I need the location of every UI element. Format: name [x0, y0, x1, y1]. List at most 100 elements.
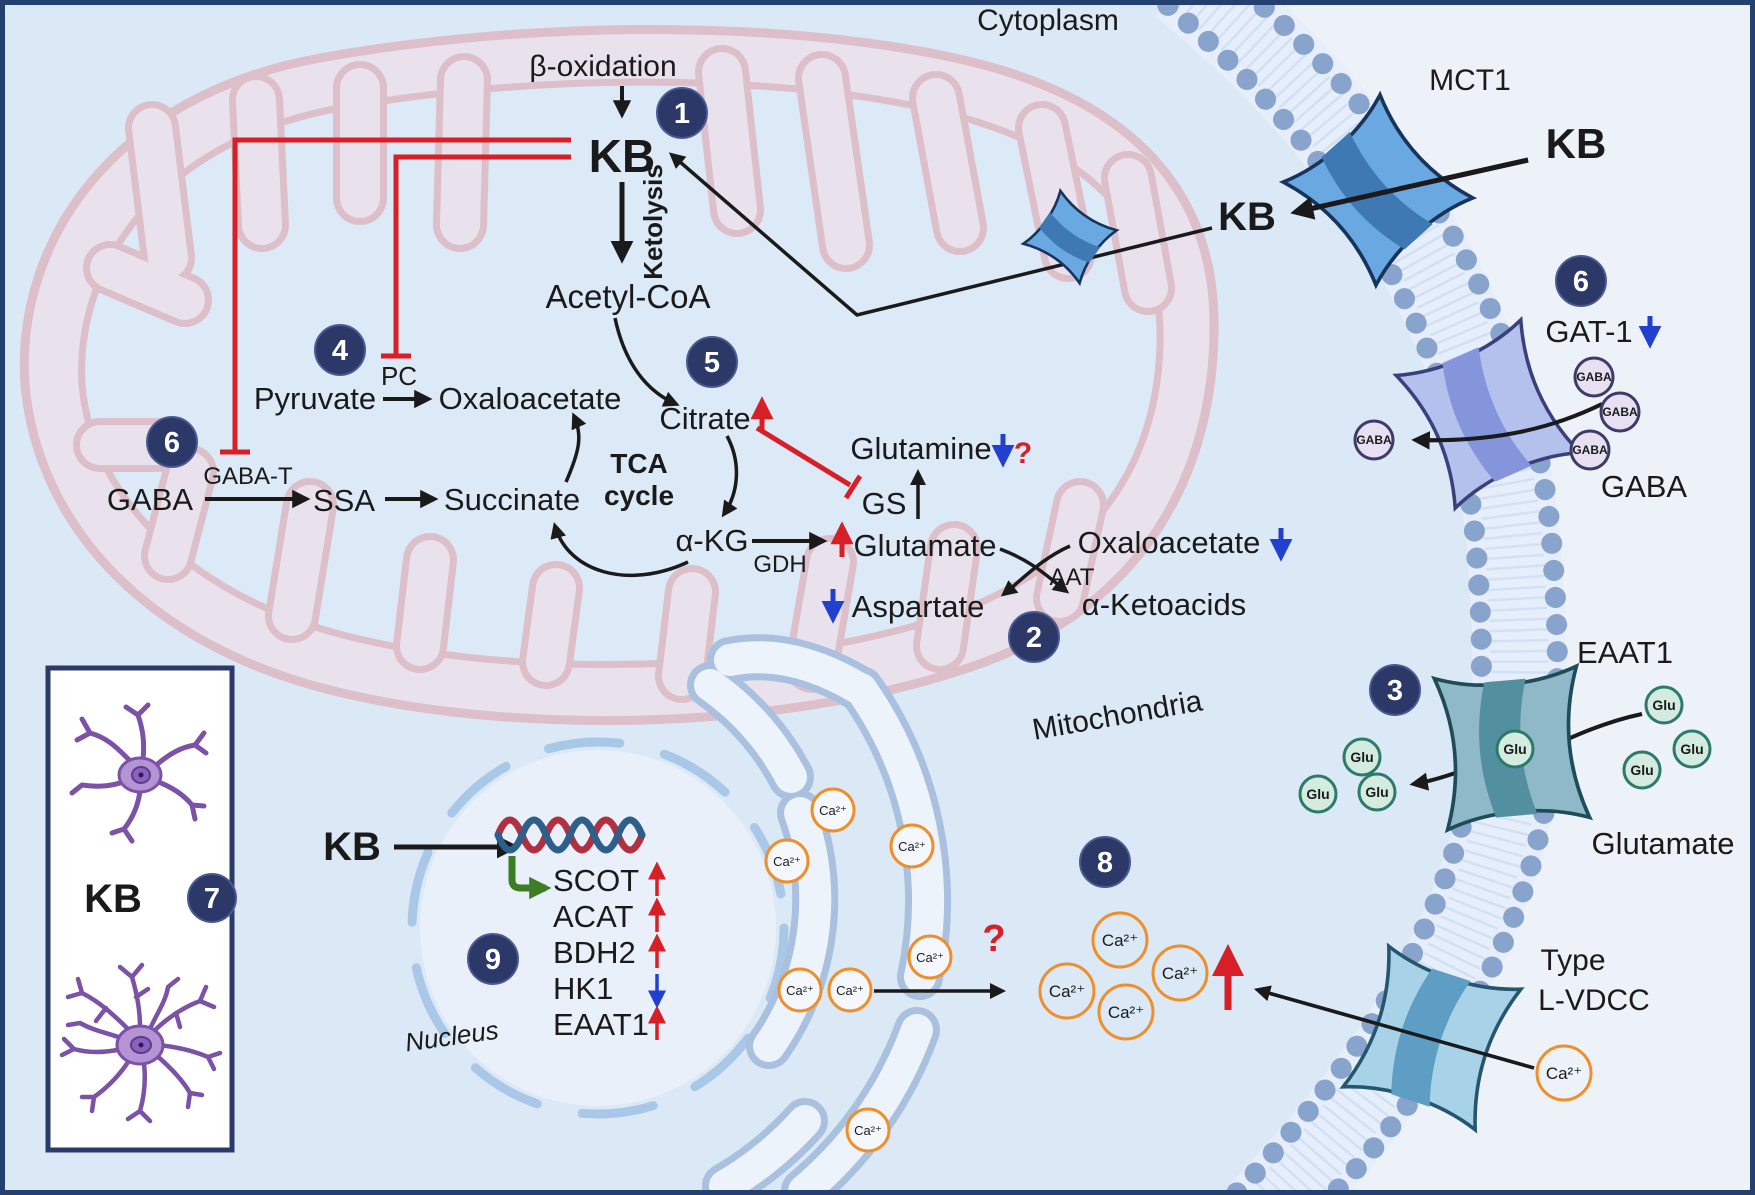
arrow-citrate-akg [721, 435, 739, 518]
succinate-label: Succinate [444, 482, 580, 517]
glu-molecule: Glu [1357, 772, 1397, 812]
svg-text:Glu: Glu [1350, 749, 1373, 765]
ketolysis-label: Ketolysis [638, 164, 668, 280]
oxaloacetate-right-label: Oxaloacetate [1078, 525, 1261, 560]
glu-molecule: Glu [1622, 750, 1662, 790]
trend-arrows [750, 316, 1662, 1010]
svg-text:Ca²⁺: Ca²⁺ [773, 854, 801, 869]
glu-molecule: Glu [1672, 729, 1712, 769]
svg-text:Glu: Glu [1630, 762, 1653, 778]
svg-text:GABA: GABA [1602, 405, 1638, 419]
lvdcc-label-1: Type [1540, 944, 1605, 977]
badge-2: 2 [1008, 611, 1060, 663]
gene-name: EAAT1 [553, 1007, 649, 1042]
step-badges: 1 2 3 4 5 6 6 7 8 9 [146, 87, 1607, 985]
gaba-molecule: GABA [1569, 429, 1611, 471]
inhibition-kb-pc [393, 154, 571, 356]
gene-name: BDH2 [553, 935, 636, 970]
svg-text:9: 9 [485, 944, 501, 976]
mito-cristae-fill [80, 52, 1168, 696]
ca-ion: Ca²⁺ [827, 967, 873, 1013]
glutamate-mito-label: Glutamate [853, 528, 996, 563]
gene-name: SCOT [553, 863, 639, 898]
cytoplasm-label: Cytoplasm [977, 4, 1119, 37]
kb-cytoplasm-label: KB [1218, 195, 1276, 239]
inhibition-kb-gabat [232, 137, 571, 452]
badge-7: 7 [187, 873, 237, 923]
svg-text:3: 3 [1387, 675, 1403, 707]
ca-ion: Ca²⁺ [777, 967, 823, 1013]
kb-nucleus-label: KB [323, 825, 381, 869]
ca-ion: Ca²⁺ [1151, 944, 1209, 1002]
arrow-aat-aspartate [1000, 544, 1071, 597]
tca-label-1: TCA [610, 448, 668, 479]
alpha-ketoacids-label: α-Ketoacids [1082, 587, 1246, 622]
pyruvate-label: Pyruvate [254, 381, 376, 416]
ca-ion: Ca²⁺ [1038, 962, 1096, 1020]
badge-5: 5 [686, 336, 738, 388]
inhibition-citrate-gs [755, 425, 852, 488]
ca-ion: Ca²⁺ [1535, 1044, 1593, 1102]
kb-neuron-box-label: KB [84, 877, 142, 921]
gaba-t-label: GABA-T [203, 463, 293, 490]
svg-text:Ca²⁺: Ca²⁺ [1049, 982, 1085, 1001]
svg-text:Glu: Glu [1306, 786, 1329, 802]
badge-9: 9 [467, 933, 519, 985]
nuclear-envelope [407, 737, 789, 1119]
arrow-succinate-oxaloacetate [564, 412, 587, 483]
gdh-label: GDH [753, 551, 806, 578]
svg-text:Glu: Glu [1365, 784, 1388, 800]
ca-ion: Ca²⁺ [889, 823, 935, 869]
dna-helix [494, 816, 646, 854]
astrocyte-simple [69, 702, 209, 844]
svg-text:Glu: Glu [1652, 697, 1675, 713]
acetyl-coa-label: Acetyl-CoA [545, 278, 710, 315]
kb-mito-label: KB [589, 130, 655, 182]
arrow-akg-succinate [550, 522, 689, 577]
mct1-transporter [1278, 90, 1478, 290]
oxaloacetate-tca-label: Oxaloacetate [439, 381, 622, 416]
svg-text:Ca²⁺: Ca²⁺ [1162, 964, 1198, 983]
arrow-kb-through-mct1-over [1290, 157, 1529, 220]
gene-name: ACAT [553, 899, 633, 934]
gaba-molecule: GABA [1599, 391, 1641, 433]
gaba-molecules: GABA GABA GABA GABA [1353, 356, 1641, 471]
ca-ion: Ca²⁺ [1097, 983, 1155, 1041]
beta-oxidation-label: β-oxidation [529, 50, 676, 83]
svg-text:1: 1 [674, 98, 690, 130]
arrow-gaba-over [1411, 402, 1603, 450]
transcription-arrow [508, 856, 552, 900]
citrate-label: Citrate [659, 401, 750, 436]
svg-text:Ca²⁺: Ca²⁺ [916, 950, 944, 965]
svg-text:Ca²⁺: Ca²⁺ [819, 803, 847, 818]
svg-text:Glu: Glu [1680, 741, 1703, 757]
glu-molecule: Glu [1495, 729, 1535, 769]
tca-label-2: cycle [604, 480, 674, 511]
badge-3: 3 [1369, 664, 1421, 716]
svg-text:GABA: GABA [1576, 370, 1612, 384]
svg-text:7: 7 [204, 883, 220, 915]
ca-ion: Ca²⁺ [1091, 911, 1149, 969]
svg-text:Ca²⁺: Ca²⁺ [1102, 931, 1138, 950]
svg-text:Ca²⁺: Ca²⁺ [1546, 1064, 1582, 1083]
aspartate-label: Aspartate [852, 589, 985, 624]
astrocyte-complex [59, 962, 223, 1124]
glu-molecule: Glu [1342, 737, 1382, 777]
ca-ion: Ca²⁺ [907, 934, 953, 980]
mct1-label: MCT1 [1429, 64, 1511, 97]
ssa-label: SSA [313, 483, 375, 518]
eaat1-label: EAAT1 [1577, 635, 1673, 670]
glu-molecule: Glu [1298, 774, 1338, 814]
svg-text:Ca²⁺: Ca²⁺ [898, 839, 926, 854]
svg-text:2: 2 [1026, 622, 1042, 654]
svg-text:6: 6 [164, 427, 180, 459]
svg-text:Glu: Glu [1503, 741, 1526, 757]
arrow-acetylcoa-citrate [613, 317, 680, 407]
glu-molecule: Glu [1644, 685, 1684, 725]
svg-text:GABA: GABA [1572, 443, 1608, 457]
gs-label: GS [862, 486, 907, 521]
